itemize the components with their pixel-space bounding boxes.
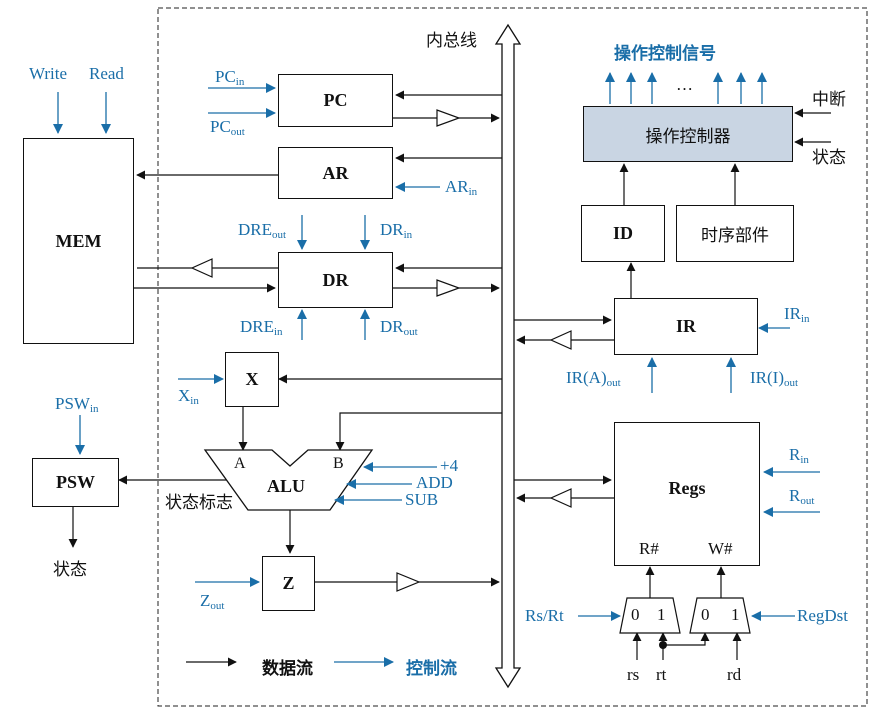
- mux-regdst-shape: [689, 597, 751, 634]
- timing-unit: 时序部件: [676, 205, 794, 262]
- rt-junction-dot: [659, 641, 667, 649]
- control-signals-ellipsis: …: [676, 75, 693, 94]
- x-in-label: Xin: [178, 386, 199, 407]
- ir-tristate-buffer: [549, 330, 572, 350]
- rd-label: rd: [727, 665, 742, 684]
- alu-port-a-label: A: [234, 455, 246, 472]
- control-signals-label: 操作控制信号: [614, 44, 716, 64]
- regs-tristate-buffer: [549, 488, 572, 508]
- operation-controller: 操作控制器: [583, 106, 793, 162]
- ar-in-label: ARin: [445, 177, 478, 198]
- ir-i-out-label: IR(I)out: [750, 368, 799, 389]
- mux-rs-rt-shape: [619, 597, 681, 634]
- write-signal-label: Write: [29, 64, 68, 83]
- ir-in-label: IRin: [784, 304, 810, 325]
- ir-register: IR: [614, 298, 758, 355]
- rs-rt-select-label: Rs/Rt: [525, 606, 564, 625]
- z-register: Z: [262, 556, 315, 611]
- register-file: Regs: [614, 422, 760, 566]
- psw-status-label: 状态: [53, 560, 87, 580]
- alu-port-b-label: B: [333, 455, 344, 472]
- legend-control-flow-label: 控制流: [406, 659, 457, 679]
- mux2-input-0-label: 0: [701, 605, 710, 624]
- regdst-select-label: RegDst: [797, 606, 848, 625]
- pc-register: PC: [278, 74, 393, 127]
- id-decoder: ID: [581, 205, 665, 262]
- alu-plus4-label: +4: [440, 456, 459, 475]
- legend-data-flow-label: 数据流: [262, 659, 313, 679]
- status-input-label: 状态: [812, 148, 846, 168]
- r-in-label: Rin: [789, 445, 809, 466]
- regs-label: Regs: [668, 478, 706, 498]
- status-flags-label: 状态标志: [165, 493, 233, 513]
- dr-mem-tristate-buffer: [190, 258, 213, 278]
- z-out-label: Zout: [200, 591, 225, 612]
- r-out-label: Rout: [789, 486, 815, 507]
- internal-bus: [494, 23, 522, 689]
- ir-a-out-label: IR(A)out: [566, 368, 621, 389]
- dr-in-label: DRin: [380, 220, 413, 241]
- read-signal-label: Read: [89, 64, 124, 83]
- pc-in-label: PCin: [215, 67, 245, 88]
- alu-sub-label: SUB: [405, 490, 439, 509]
- regs-write-port-label: W#: [708, 539, 733, 558]
- dr-tristate-buffer: [436, 279, 461, 297]
- memory-block: MEM: [23, 138, 134, 344]
- bus-label: 内总线: [426, 31, 477, 51]
- alu-shape: [203, 449, 374, 511]
- alu-add-label: ADD: [416, 473, 453, 492]
- ar-register: AR: [278, 147, 393, 199]
- dre-out-label: DREout: [238, 220, 287, 241]
- rt-to-mux2-wire: [663, 632, 710, 646]
- dre-in-label: DREin: [240, 317, 283, 338]
- mux2-input-1-label: 1: [731, 605, 740, 624]
- pc-out-label: PCout: [210, 117, 245, 138]
- regs-read-port-label: R#: [639, 539, 659, 558]
- z-tristate-buffer: [396, 572, 421, 592]
- mux1-input-0-label: 0: [631, 605, 640, 624]
- rt-label: rt: [656, 665, 667, 684]
- dr-out-label: DRout: [380, 317, 418, 338]
- x-register: X: [225, 352, 279, 407]
- bus-to-alu-b-wire: [335, 412, 502, 451]
- mux1-input-1-label: 1: [657, 605, 666, 624]
- psw-register: PSW: [32, 458, 119, 507]
- interrupt-label: 中断: [812, 90, 846, 110]
- rs-label: rs: [627, 665, 640, 684]
- pc-tristate-buffer: [436, 109, 461, 127]
- dr-register: DR: [278, 252, 393, 308]
- cpu-boundary: [157, 7, 868, 707]
- alu-label: ALU: [267, 476, 306, 496]
- psw-in-label: PSWin: [55, 394, 99, 415]
